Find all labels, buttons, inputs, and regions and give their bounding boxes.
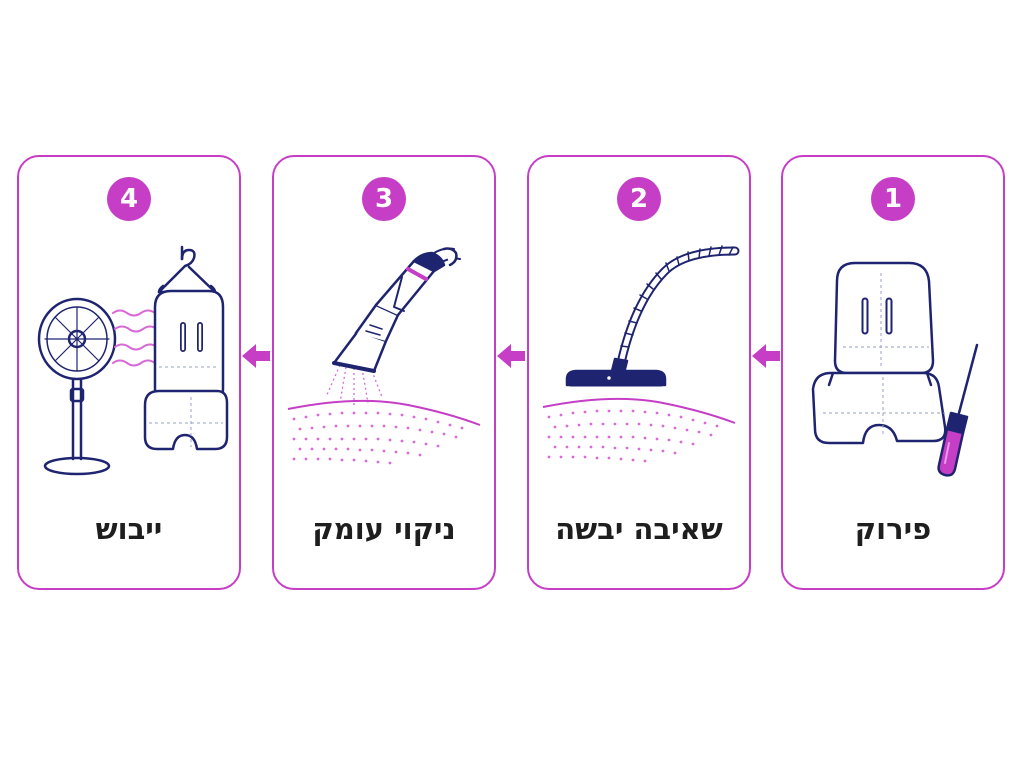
vacuum-cleaner-icon <box>565 245 740 387</box>
dry-vacuum-illustration <box>542 245 740 463</box>
step-label: ייבוש <box>95 512 163 546</box>
step-card-2: 2 <box>527 155 751 590</box>
fabric-surface-icon <box>287 399 481 465</box>
seat-liner-icon <box>811 261 947 445</box>
step-number-badge: 1 <box>871 177 915 221</box>
step-label: פירוק <box>854 512 932 546</box>
step-label: ניקוי עומק <box>312 512 456 546</box>
step-card-1: 1 פירוק <box>781 155 1005 590</box>
airflow-icon <box>112 309 158 367</box>
step-number-badge: 3 <box>362 177 406 221</box>
fabric-surface-icon <box>542 397 736 463</box>
step-card-4: 4 <box>17 155 241 590</box>
arrow-left-icon <box>497 344 525 368</box>
fan-icon <box>37 297 117 476</box>
arrow-left-icon <box>752 344 780 368</box>
disassembly-illustration <box>811 261 979 477</box>
step-label: שאיבה יבשה <box>555 512 723 546</box>
step-number-badge: 2 <box>617 177 661 221</box>
step-card-3: 3 <box>272 155 496 590</box>
screwdriver-icon <box>937 343 979 477</box>
hanging-seat-liner-icon <box>143 245 229 451</box>
deep-clean-illustration <box>287 247 481 465</box>
deep-clean-nozzle-icon <box>332 247 461 373</box>
seat-liner-stitching <box>823 273 945 437</box>
step-number-badge: 4 <box>107 177 151 221</box>
arrow-left-icon <box>242 344 270 368</box>
drying-illustration <box>37 245 229 476</box>
